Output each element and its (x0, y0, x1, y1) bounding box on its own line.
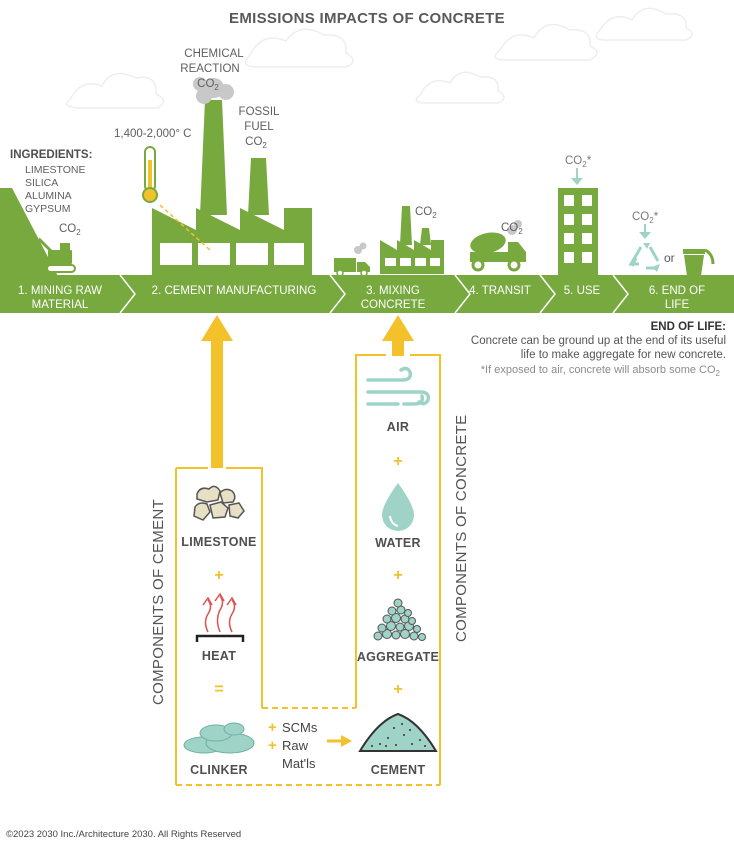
stage-end-of-life-line2: LIFE (665, 299, 690, 311)
air-wind-icon (366, 366, 431, 406)
transit-co2-label: CO2 (501, 222, 523, 236)
plus-sign: + (268, 737, 277, 754)
mining-hill (0, 188, 60, 280)
concrete-mixer-truck-icon (470, 232, 526, 272)
temperature-label: 1,400-2,000° C (114, 128, 192, 140)
delivery-truck-icon (334, 258, 370, 277)
chemical-reaction-co2: CO2 (197, 78, 219, 92)
raw-materials-label: Mat'ls (282, 756, 316, 771)
clinker-label: CLINKER (190, 763, 248, 777)
ingredients-heading: INGREDIENTS: (10, 149, 92, 161)
fossil-fuel-label: FOSSIL (239, 106, 281, 118)
ingredient-item: GYPSUM (25, 203, 71, 215)
page-title: EMISSIONS IMPACTS OF CONCRETE (229, 10, 505, 27)
stage-use: 5. USE (564, 285, 601, 297)
background-clouds (65, 7, 693, 109)
stage-transit: 4. TRANSIT (469, 285, 531, 297)
building-icon (558, 188, 598, 276)
limestone-icon (193, 485, 245, 521)
eol-co2-label: CO2* (632, 211, 659, 225)
end-of-life-text: Concrete can be ground up at the end of … (471, 335, 726, 347)
components-of-cement-label: COMPONENTS OF CEMENT (150, 499, 167, 705)
recycle-icon (628, 243, 660, 272)
aggregate-label: AGGREGATE (357, 650, 439, 664)
fossil-fuel-label: FUEL (244, 121, 274, 133)
raw-materials-label: Raw (282, 738, 309, 753)
chemical-reaction-label: CHEMICAL (184, 48, 244, 60)
clinker-icon (183, 722, 255, 754)
stage-end-of-life-line1: 6. END OF (649, 285, 705, 297)
absorb-arrow-head (639, 232, 651, 239)
cement-label: CEMENT (371, 763, 426, 777)
components-of-concrete-label: COMPONENTS OF CONCRETE (453, 415, 470, 642)
smoke-cloud-icon (193, 77, 234, 104)
end-of-life-footnote: *If exposed to air, concrete will absorb… (481, 364, 721, 378)
limestone-label: LIMESTONE (181, 535, 256, 549)
water-label: WATER (375, 536, 421, 550)
mixing-co2-label: CO2 (415, 206, 437, 220)
temperature-pointer (159, 204, 211, 251)
cement-factory-icon (152, 100, 312, 275)
absorb-arrow-head (571, 178, 583, 185)
stage-mining-line1: 1. MINING RAW (18, 285, 102, 297)
air-label: AIR (387, 420, 409, 434)
right-arrow-icon (327, 735, 352, 747)
heat-base-icon (195, 634, 245, 642)
chemical-reaction-label: REACTION (180, 63, 239, 75)
end-of-life-text: life to make aggregate for new concrete. (521, 349, 726, 361)
process-band (0, 274, 734, 314)
smoke-cloud-icon (507, 220, 522, 235)
plus-sign: + (268, 719, 277, 736)
end-of-life-heading: END OF LIFE: (651, 321, 726, 333)
plus-sign: + (393, 681, 402, 698)
or-text: or (664, 251, 675, 265)
up-arrow-cement (201, 315, 233, 468)
plus-sign: + (393, 453, 402, 470)
smoke-cloud-icon (354, 242, 367, 254)
stage-cement-manufacturing: 2. CEMENT MANUFACTURING (152, 285, 317, 297)
fossil-fuel-co2: CO2 (245, 136, 267, 150)
plus-sign: + (214, 567, 223, 584)
up-arrow-concrete (382, 315, 414, 356)
stage-mixing-line2: CONCRETE (361, 299, 426, 311)
heat-icon (202, 592, 237, 633)
water-drop-icon (382, 483, 414, 531)
aggregate-icon (373, 598, 426, 641)
equals-sign: = (214, 681, 223, 698)
ingredient-item: ALUMINA (25, 190, 72, 202)
mixing-plant-icon (380, 206, 444, 274)
ingredient-item: LIMESTONE (25, 164, 86, 176)
thermometer-icon (142, 146, 158, 203)
scms-label: SCMs (282, 720, 318, 735)
use-co2-label: CO2* (565, 155, 592, 169)
mining-co2-label: CO2 (59, 223, 81, 237)
heat-label: HEAT (202, 649, 236, 663)
plus-sign: + (393, 567, 402, 584)
ingredient-item: SILICA (25, 177, 58, 189)
trash-bin-icon (683, 248, 715, 276)
copyright-text: ©2023 2030 Inc./Architecture 2030. All R… (6, 829, 241, 840)
cement-pile-icon (358, 712, 438, 752)
stage-mixing-line1: 3. MIXING (366, 285, 420, 297)
excavator-icon (28, 237, 76, 273)
components-flow-path (175, 354, 441, 786)
stage-mining-line2: MATERIAL (32, 299, 89, 311)
